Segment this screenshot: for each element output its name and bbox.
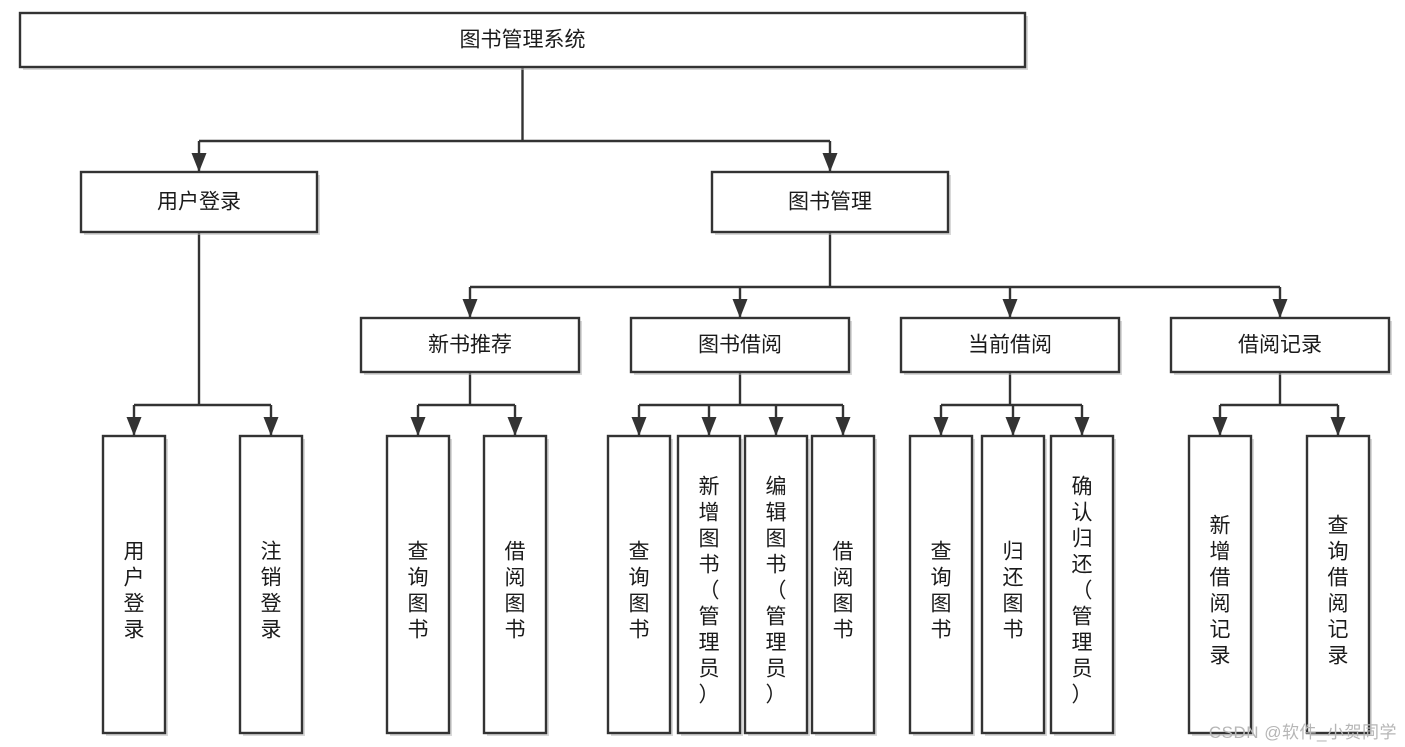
node-leaf-borrow-book-2[interactable]: 借阅图书	[810, 434, 877, 736]
node-label: 借阅记录	[1238, 334, 1322, 357]
node-label: 归还图书	[1003, 540, 1024, 641]
node-label: 查询图书	[629, 540, 650, 641]
arrow-head-icon	[732, 299, 748, 318]
arrow-head-icon	[1212, 417, 1228, 436]
node-label: 新书推荐	[428, 334, 512, 357]
node-leaf-query-book-3[interactable]: 查询图书	[908, 434, 975, 736]
connector-book-borrow	[631, 372, 851, 436]
node-label: 确认归还（管理员）	[1072, 475, 1093, 706]
connector-current-borrow	[933, 372, 1090, 436]
node-leaf-borrow-book-1[interactable]: 借阅图书	[482, 434, 549, 736]
node-leaf-logout[interactable]: 注销登录	[238, 434, 305, 736]
arrow-head-icon	[462, 299, 478, 318]
node-new-book-rec[interactable]: 新书推荐	[359, 316, 582, 375]
arrow-head-icon	[126, 417, 142, 436]
node-leaf-query-book-1[interactable]: 查询图书	[385, 434, 452, 736]
connector-borrow-record	[1212, 372, 1346, 436]
node-label: 用户登录	[157, 191, 241, 214]
arrow-head-icon	[263, 417, 279, 436]
node-label: 图书管理系统	[460, 29, 586, 52]
node-layer: 图书管理系统用户登录图书管理新书推荐图书借阅当前借阅借阅记录用户登录注销登录查询…	[18, 11, 1392, 736]
arrow-head-icon	[768, 417, 784, 436]
connector-new-book-rec	[410, 372, 523, 436]
node-label: 用户登录	[124, 540, 145, 641]
arrow-head-icon	[1074, 417, 1090, 436]
node-label: 查询借阅记录	[1328, 514, 1349, 667]
node-label: 查询图书	[408, 540, 429, 641]
node-label: 当前借阅	[968, 334, 1052, 357]
node-label: 查询图书	[931, 540, 952, 641]
connector-user-login	[126, 232, 279, 436]
node-leaf-add-record[interactable]: 新增借阅记录	[1187, 434, 1254, 736]
arrow-head-icon	[191, 153, 207, 172]
node-label: 新增图书（管理员）	[699, 475, 720, 706]
node-label: 注销登录	[261, 540, 282, 641]
arrow-head-icon	[1002, 299, 1018, 318]
node-borrow-record[interactable]: 借阅记录	[1169, 316, 1392, 375]
node-leaf-return-book[interactable]: 归还图书	[980, 434, 1047, 736]
arrow-head-icon	[835, 417, 851, 436]
arrow-head-icon	[701, 417, 717, 436]
arrow-head-icon	[933, 417, 949, 436]
node-user-login[interactable]: 用户登录	[79, 170, 320, 235]
arrow-head-icon	[1330, 417, 1346, 436]
node-label: 图书管理	[788, 191, 872, 214]
node-current-borrow[interactable]: 当前借阅	[899, 316, 1122, 375]
node-label: 借阅图书	[505, 540, 526, 641]
node-label: 借阅图书	[833, 540, 854, 641]
edge-layer	[126, 67, 1346, 436]
connector-book-manage	[462, 232, 1288, 318]
node-book-borrow[interactable]: 图书借阅	[629, 316, 852, 375]
node-leaf-query-book-2[interactable]: 查询图书	[606, 434, 673, 736]
node-root[interactable]: 图书管理系统	[18, 11, 1028, 70]
arrow-head-icon	[631, 417, 647, 436]
arrow-head-icon	[410, 417, 426, 436]
arrow-head-icon	[1272, 299, 1288, 318]
node-leaf-user-login[interactable]: 用户登录	[101, 434, 168, 736]
node-label: 图书借阅	[698, 334, 782, 357]
node-leaf-edit-book[interactable]: 编辑图书（管理员）	[743, 434, 810, 736]
node-book-manage[interactable]: 图书管理	[710, 170, 951, 235]
arrow-head-icon	[507, 417, 523, 436]
node-label: 新增借阅记录	[1210, 514, 1231, 667]
arrow-head-icon	[1005, 417, 1021, 436]
connector-root	[191, 67, 838, 172]
node-leaf-query-record[interactable]: 查询借阅记录	[1305, 434, 1372, 736]
node-label: 编辑图书（管理员）	[766, 475, 787, 706]
arrow-head-icon	[822, 153, 838, 172]
node-leaf-confirm-return[interactable]: 确认归还（管理员）	[1049, 434, 1116, 736]
node-leaf-add-book[interactable]: 新增图书（管理员）	[676, 434, 743, 736]
